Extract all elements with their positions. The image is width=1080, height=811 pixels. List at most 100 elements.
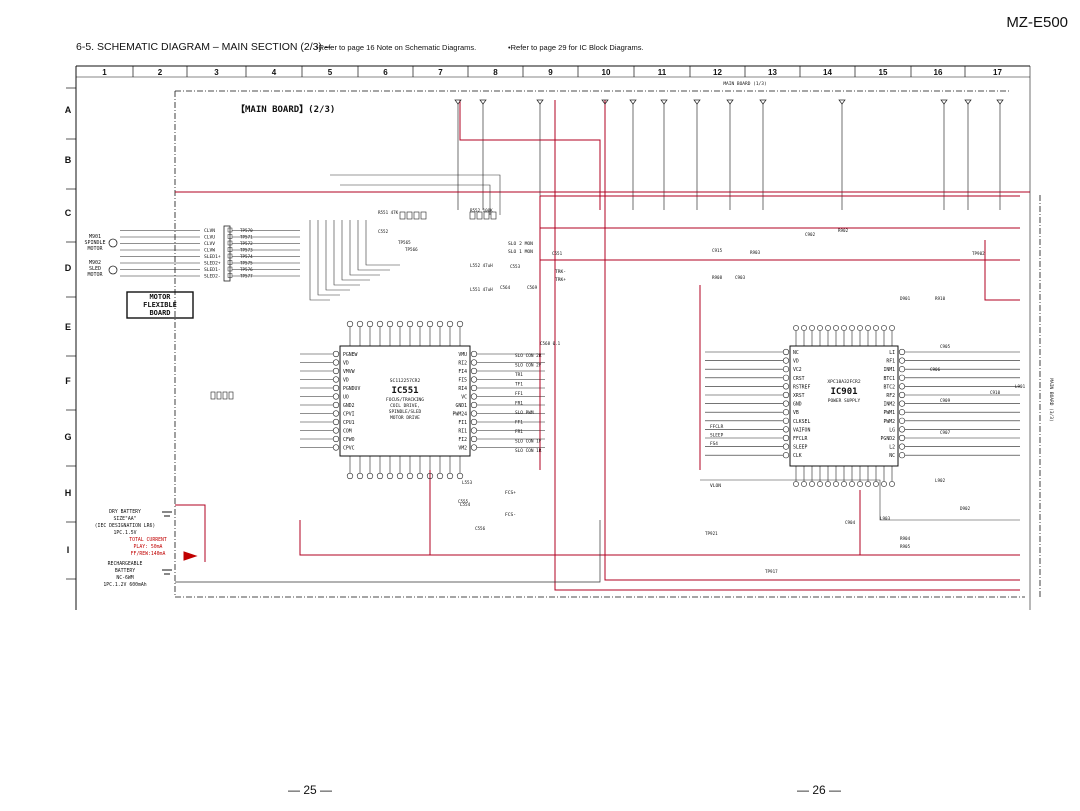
components — [108, 99, 1004, 575]
dry-battery-label: (IEC DESIGNATION LR6) — [95, 523, 156, 529]
ic901-left-pin: VB — [793, 410, 799, 416]
connector-arrow — [536, 99, 544, 105]
part-label: R903 — [750, 250, 761, 255]
test-point-label: TP575 — [240, 261, 253, 266]
bus-label: TRK+ — [555, 277, 566, 283]
resistor-symbol — [420, 211, 427, 220]
ic551-left-pin: COM — [343, 429, 352, 435]
connector-arrow — [693, 99, 701, 105]
ic901-pin — [898, 348, 906, 356]
ic901-right-pin: PGND2 — [881, 436, 896, 442]
ic551-net-label: SLO CON 1R — [515, 448, 542, 454]
ic901-bottom-pin — [881, 481, 887, 487]
flex-board-box — [126, 291, 194, 319]
bus-wire — [175, 520, 601, 583]
ic901-pin — [782, 443, 790, 450]
bus-label: FCS- — [505, 512, 516, 518]
ic901-pin — [898, 417, 906, 424]
part-label: L553 — [462, 480, 473, 485]
ic901-bottom-pin — [849, 481, 855, 487]
ic901-pin — [782, 357, 790, 364]
total-current-label: TOTAL CURRENT — [129, 537, 167, 543]
ic901-pin — [782, 409, 790, 416]
part-label: TP566 — [405, 247, 418, 252]
red-right — [984, 240, 1020, 301]
resistor-symbol — [413, 211, 420, 220]
ic901-bottom-pin — [809, 481, 815, 487]
column-label: 16 — [934, 68, 943, 77]
total-current-label: PLAY: 50mA — [134, 544, 163, 550]
part-label: R905 — [900, 544, 911, 549]
bus-wire — [365, 220, 400, 266]
row-label: A — [65, 105, 72, 115]
ic901-bottom-pin — [833, 481, 839, 487]
part-label: TP921 — [705, 531, 718, 536]
ic901-left-pin: CLK — [793, 453, 802, 459]
part-label: L554 — [460, 502, 471, 507]
ic551-net-label: FR1 — [515, 401, 523, 407]
ic901-top-pin — [833, 325, 839, 331]
ic551-left-pin: CFWO — [343, 437, 355, 443]
flex-pin-label: CLVV — [204, 241, 215, 247]
connector-arrow — [940, 99, 948, 105]
flex-board-label: MOTOR — [149, 293, 171, 301]
part-label: C905 — [940, 344, 951, 349]
ic551-pin — [332, 444, 340, 451]
part-label: L902 — [935, 478, 946, 483]
ic551-pin — [332, 401, 340, 409]
ic901-bottom-pin — [817, 481, 823, 487]
ic901-left-pin: VAIFON — [793, 427, 810, 433]
part-label: TP917 — [765, 569, 778, 574]
ic901-top-pin — [865, 325, 871, 331]
part-label: C909 — [940, 398, 951, 403]
ic551-pin — [332, 435, 340, 443]
column-label: 17 — [993, 68, 1002, 77]
sled-motor-symbol — [108, 265, 118, 275]
wiring — [120, 100, 1030, 591]
ic901-pin — [898, 366, 906, 373]
ic901-top-pin — [873, 325, 879, 331]
ic551-net-label: FF1 — [515, 420, 523, 426]
ic901-right-pin: LG — [889, 427, 895, 433]
part-label: C552 — [378, 229, 389, 234]
connector-arrow — [996, 99, 1004, 105]
ic551-left-pin: CPVI — [343, 412, 355, 418]
ic551-pin — [332, 384, 340, 392]
flex-pin-label: SLED1- — [204, 267, 221, 273]
dry-battery-label: SIZE"AA" — [113, 516, 136, 522]
part-label: C906 — [930, 367, 941, 372]
m901-label: SPINDLE — [84, 240, 105, 246]
ic551-net-label: TR1 — [515, 372, 523, 378]
bus-label: TRK- — [555, 269, 566, 275]
ic901-right-pin: RF2 — [886, 393, 895, 399]
part-label: L551 47uH — [470, 287, 493, 292]
ic551-right-pin: FI2 — [458, 437, 467, 443]
resistor-symbol — [476, 211, 483, 220]
flex-pin-label: CLVN — [204, 228, 215, 234]
bus-wire — [340, 184, 491, 215]
ic551-left-pin: PGNEW — [343, 352, 358, 358]
ic551-net-label: SLO CON 2F — [515, 363, 542, 369]
ic551-bottom-pin — [356, 472, 364, 480]
ic551-right-pin: FI4 — [458, 369, 467, 375]
dry-battery-label: 1PC.1.5V — [113, 530, 136, 536]
ic551-top-pin — [406, 320, 414, 328]
ic551-net-label: FR1 — [515, 429, 523, 435]
ic901-net-label: FFCLR — [710, 424, 724, 430]
ic551-top-pin — [446, 320, 454, 328]
row-label: F — [65, 376, 71, 386]
ic551-left-pin: PGNDUV — [343, 386, 360, 392]
ic551-right-pin: RI4 — [458, 386, 467, 392]
bus-label: FCS+ — [505, 490, 516, 496]
ic901-top-pin — [849, 325, 855, 331]
ic551-bottom-pin — [396, 472, 404, 480]
column-label: 2 — [158, 68, 163, 77]
dry-battery-label: DRY BATTERY — [109, 509, 141, 515]
test-point-label: TP574 — [240, 254, 253, 259]
ic551-desc: FOCUS/TRACKING — [386, 397, 424, 403]
ic551-bottom-pin — [456, 472, 464, 480]
part-label: C915 — [712, 248, 723, 253]
ic901-pin — [898, 452, 906, 459]
ic901-pin — [782, 366, 790, 373]
ic901-left-pin: CLKSEL — [793, 419, 810, 425]
